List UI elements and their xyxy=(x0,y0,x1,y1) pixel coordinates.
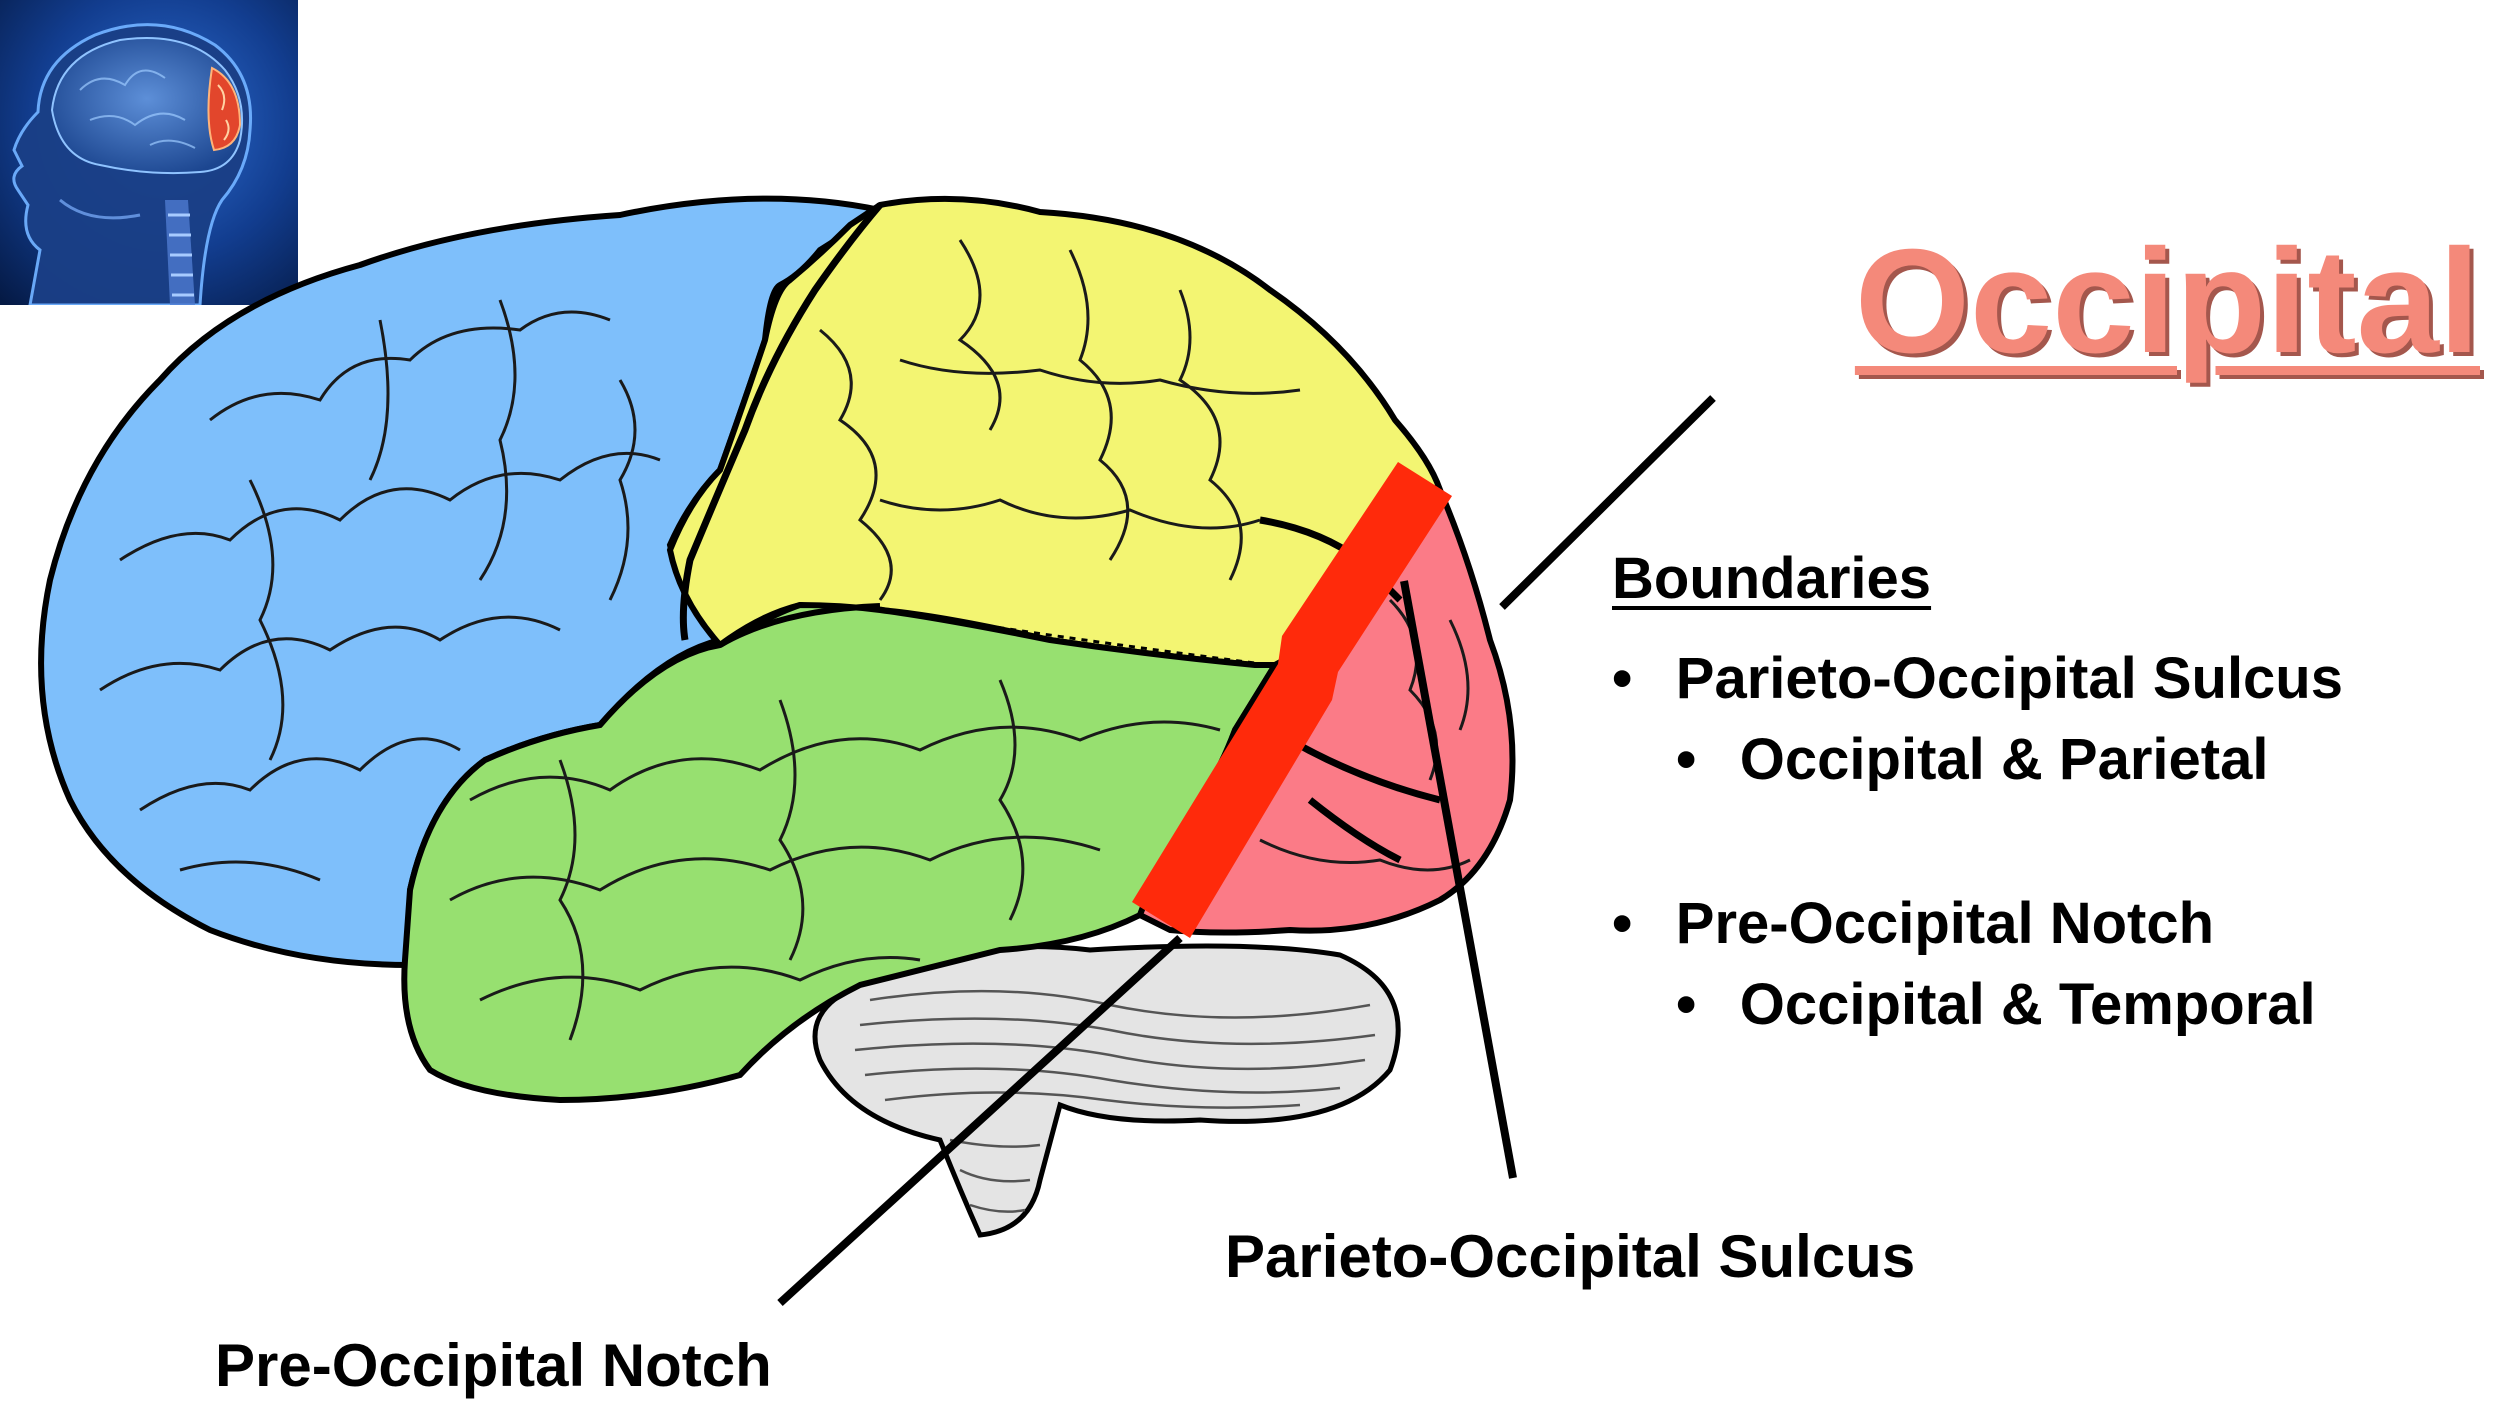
central-sulcus xyxy=(679,202,883,641)
bullet-dot: • xyxy=(1676,727,1697,792)
lobe-boundary-dotted xyxy=(879,606,1271,667)
title-pointer-line xyxy=(1499,395,1716,610)
bullet-text: Parieto-Occipital Sulcus xyxy=(1675,646,2343,711)
pre-occipital-notch-pointer xyxy=(777,935,1183,1306)
sub-bullet-text: Occipital & Parietal xyxy=(1739,727,2269,792)
bullet-dot: • xyxy=(1612,891,1633,956)
temporal-gyri xyxy=(449,679,1221,1041)
bullet-dot: • xyxy=(1612,646,1633,711)
section-heading: Boundaries xyxy=(1612,546,1932,611)
parieto-occipital-sulcus-pointer xyxy=(1400,580,1517,1179)
parietal-gyri xyxy=(819,239,1301,601)
parieto-occipital-sulcus-label: Parieto-Occipital Sulcus xyxy=(1225,1223,1916,1290)
bullet-item: •Parieto-Occipital Sulcus xyxy=(1612,650,2343,708)
sub-bullet-item: •Occipital & Temporal xyxy=(1676,976,2316,1034)
calcarine-sulcus xyxy=(1288,736,1441,864)
boundary-marker xyxy=(1132,462,1452,938)
sub-bullet-item: •Occipital & Parietal xyxy=(1676,731,2268,789)
bullet-dot: • xyxy=(1676,972,1697,1037)
head-thumbnail-image xyxy=(0,0,298,305)
sub-bullet-text: Occipital & Temporal xyxy=(1739,972,2316,1037)
slide-title: Occipital xyxy=(1854,219,2480,384)
pre-occipital-notch-label: Pre-Occipital Notch xyxy=(215,1332,772,1399)
bullet-text: Pre-Occipital Notch xyxy=(1675,891,2215,956)
frontal-gyri xyxy=(99,299,661,882)
head-mri-icon xyxy=(0,0,298,305)
bullet-item: •Pre-Occipital Notch xyxy=(1612,895,2214,953)
lateral-sulcus xyxy=(718,603,881,648)
